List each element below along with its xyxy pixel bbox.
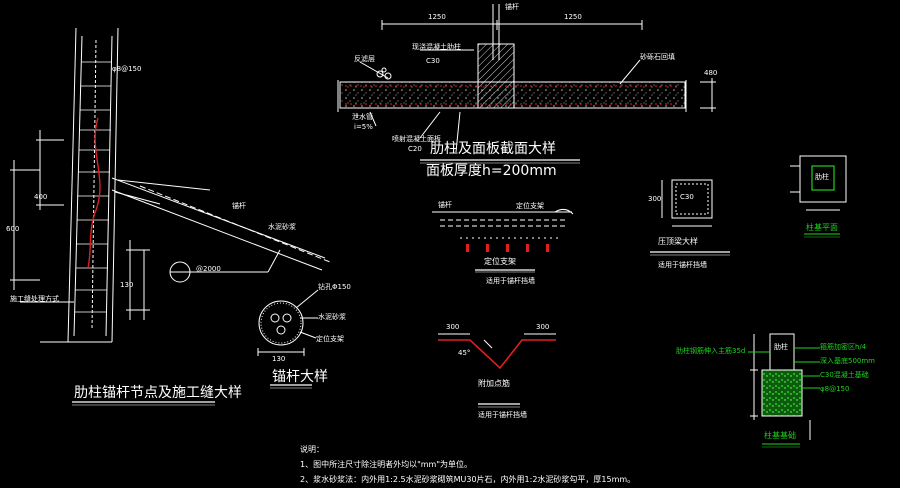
dim-300-right: 300 bbox=[536, 323, 550, 331]
column-base-section bbox=[750, 333, 811, 440]
extra-bar-detail bbox=[438, 339, 556, 370]
label-hole: 钻孔Φ150 bbox=[318, 283, 351, 291]
dim-300-left: 300 bbox=[446, 323, 460, 331]
dim-130-anchor: 130 bbox=[272, 355, 286, 363]
notes-line-1: 1、图中所注尺寸除注明者外均以"mm"为单位。 bbox=[300, 460, 473, 469]
label-slope: i=5% bbox=[354, 123, 373, 131]
label-c20: C20 bbox=[408, 145, 422, 153]
title-col-section: 柱基基础 bbox=[764, 431, 796, 440]
label-backfill: 砂砾石回填 bbox=[640, 53, 675, 61]
label-stirrup: φ8@150 bbox=[112, 65, 142, 73]
dim-400-left: 400 bbox=[34, 193, 48, 201]
title-locator: 定位支架 bbox=[484, 257, 516, 266]
title-extra-bar: 附加点筋 bbox=[478, 379, 510, 388]
label-grout-2: 水泥砂浆 bbox=[318, 313, 346, 321]
label-angle-45: 45° bbox=[458, 349, 471, 357]
label-anchor-left: 锚杆 bbox=[232, 202, 246, 210]
panel-rebar bbox=[345, 85, 680, 105]
note-locator: 适用于锚杆挡墙 bbox=[486, 277, 535, 285]
note-col-base-4: C30混凝土基础 bbox=[820, 371, 869, 379]
label-c30-crown: C30 bbox=[680, 193, 694, 201]
rib-rebar-red bbox=[87, 117, 101, 269]
label-col-plan: 肋柱 bbox=[815, 173, 829, 181]
label-locator-anchor: 锚杆 bbox=[438, 201, 452, 209]
dim-130: 130 bbox=[120, 281, 134, 289]
note-col-base-5: φ8@150 bbox=[820, 385, 850, 393]
label-centering: 定位支架 bbox=[516, 202, 544, 210]
label-facing-concrete: 喷射混凝土面板 bbox=[392, 135, 441, 143]
label-spacing: @2000 bbox=[196, 265, 221, 273]
title-anchor-detail: 锚杆大样 bbox=[272, 369, 328, 385]
note-col-base-3: 深入基底500mm bbox=[820, 357, 875, 365]
column-plan-core bbox=[811, 165, 835, 191]
title-col-plan: 柱基平面 bbox=[806, 223, 838, 232]
label-construction-joint: 施工缝处理方式 bbox=[10, 295, 59, 303]
rib-column-detail bbox=[10, 27, 331, 406]
dim-600-left: 600 bbox=[6, 225, 20, 233]
anchor-cross-section bbox=[257, 289, 319, 389]
title-panel-thickness: 面板厚度h=200mm bbox=[426, 163, 557, 179]
locator-red-marks bbox=[466, 244, 549, 252]
label-drain: 泄水管 bbox=[352, 113, 373, 121]
note-extra-bar: 适用于锚杆挡墙 bbox=[478, 411, 527, 419]
column-base-plan bbox=[790, 155, 847, 211]
locator-detail bbox=[432, 208, 574, 273]
title-crown: 压顶梁大样 bbox=[658, 237, 698, 246]
notes-line-2: 2、浆水砂浆法：内外用1:2.5水泥砂浆砌筑MU30片石，内外用1:2水泥砂浆勾… bbox=[300, 475, 636, 484]
title-anchor-node: 肋柱锚杆节点及施工缝大样 bbox=[74, 385, 242, 401]
dim-1250-a: 1250 bbox=[428, 13, 446, 21]
note-col-base-2: 箍筋加密区h/4 bbox=[820, 343, 867, 351]
label-c30: C30 bbox=[426, 57, 440, 65]
title-section: 肋柱及面板截面大样 bbox=[430, 141, 556, 157]
crown-beam-detail bbox=[650, 179, 730, 256]
dim-300-crown: 300 bbox=[648, 195, 662, 203]
label-grout: 水泥砂浆 bbox=[268, 223, 296, 231]
label-pile-cap: 现浇混凝土肋柱 bbox=[412, 43, 461, 51]
label-col-section: 肋柱 bbox=[774, 343, 788, 351]
label-anchor-top: 锚杆 bbox=[505, 3, 519, 11]
dim-1250-b: 1250 bbox=[564, 13, 582, 21]
notes-heading: 说明： bbox=[300, 445, 324, 454]
note-col-base-1: 肋柱钢筋伸入主筋35d bbox=[676, 347, 746, 355]
drawing-notes: 说明： 1、图中所注尺寸除注明者外均以"mm"为单位。 2、浆水砂浆法：内外用1… bbox=[300, 442, 635, 487]
dim-480: 480 bbox=[704, 69, 718, 77]
label-centering-2: 定位支架 bbox=[316, 335, 344, 343]
label-filter: 反滤层 bbox=[354, 55, 375, 63]
note-crown: 适用于锚杆挡墙 bbox=[658, 261, 707, 269]
panel-section-detail bbox=[337, 4, 716, 164]
